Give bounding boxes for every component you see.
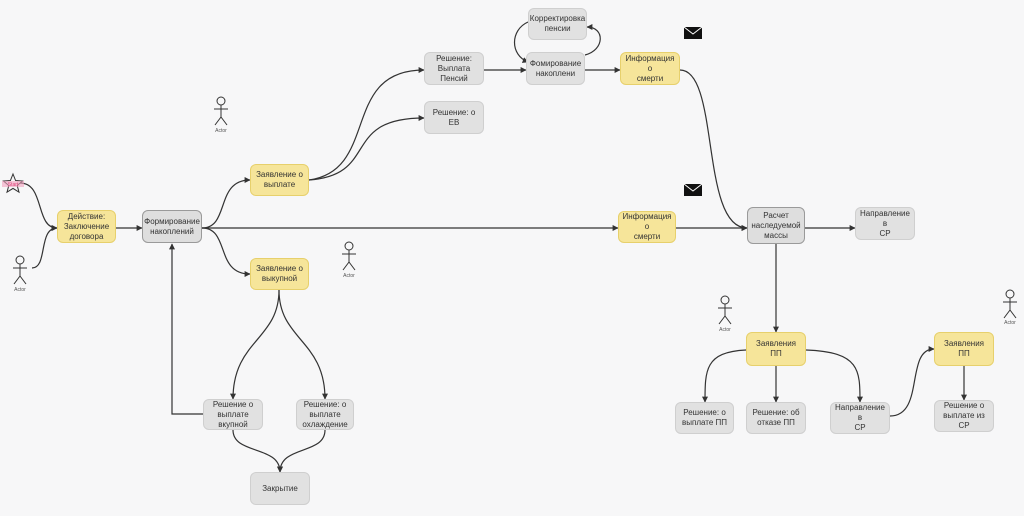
node-app-payment[interactable]: Заявление о выплате bbox=[250, 164, 309, 196]
node-decision-cooling[interactable]: Решение: о выплате охлаждение bbox=[296, 399, 354, 430]
node-closing[interactable]: Закрытие bbox=[250, 472, 310, 505]
node-decision-ev[interactable]: Решение: о ЕВ bbox=[424, 101, 484, 134]
edge-app-payment-to-decision-ev bbox=[308, 115, 425, 181]
edge-buyout-to-decision-buyout bbox=[230, 289, 280, 400]
node-inheritance-calc[interactable]: Расчет наследуемой массы bbox=[747, 207, 805, 244]
edge-formation-to-app-payment bbox=[201, 177, 251, 229]
node-app-buyout[interactable]: Заявление о выкупной bbox=[250, 258, 309, 290]
edge-app-payment-to-decision-pensions bbox=[308, 67, 425, 181]
edge-decision-buyout-to-closing bbox=[232, 429, 283, 473]
actor-label-left: Actor bbox=[14, 287, 26, 293]
node-decision-pay-pp[interactable]: Решение: о выплате ПП bbox=[675, 402, 734, 434]
actor-label-right: Actor bbox=[1004, 320, 1016, 326]
edge-decision-buyout-to-formation bbox=[169, 243, 203, 415]
node-decision-pay-pensions[interactable]: Решение: Выплата Пенсий bbox=[424, 52, 484, 85]
edge-accum-to-correction bbox=[584, 24, 601, 56]
node-decision-buyout[interactable]: Решение о выплате вкупной bbox=[203, 399, 263, 430]
node-death-info-mid[interactable]: Информация о смерти bbox=[618, 211, 676, 243]
actor-icon-top bbox=[214, 96, 228, 126]
start-icon[interactable]: Start bbox=[2, 172, 24, 194]
actor-icon-middle bbox=[342, 241, 356, 271]
actor-icon-left bbox=[13, 255, 27, 285]
node-formation-accum[interactable]: Фомирование накоплени bbox=[526, 52, 585, 85]
edge-pp-to-decision-pay bbox=[702, 349, 747, 403]
edge-formation-to-app-buyout bbox=[201, 227, 251, 277]
node-decision-pay-sr[interactable]: Решение о выплате из СР bbox=[934, 400, 994, 432]
envelope-icon-middle bbox=[683, 183, 703, 196]
edge-correction-to-accum bbox=[514, 21, 529, 63]
edge-start-to-action bbox=[19, 182, 58, 231]
edge-buyout-to-decision-cooling bbox=[278, 289, 328, 400]
edge-actor-to-action bbox=[31, 225, 58, 269]
actor-label-pp: Actor bbox=[719, 327, 731, 333]
edge-pp-to-direction-sr bbox=[805, 349, 863, 403]
node-action-contract[interactable]: Действие: Заключение договора bbox=[57, 210, 116, 243]
node-formation[interactable]: Формирование накоплений bbox=[142, 210, 202, 243]
actor-label-top: Actor bbox=[215, 128, 227, 134]
node-pension-correction[interactable]: Корректировка пенсии bbox=[528, 8, 587, 40]
envelope-icon-top bbox=[683, 26, 703, 39]
start-label: Start bbox=[8, 182, 19, 188]
actor-icon-right bbox=[1003, 289, 1017, 319]
node-direction-sr-bottom[interactable]: Направление в СР bbox=[830, 402, 890, 434]
actor-label-middle: Actor bbox=[343, 273, 355, 279]
node-decision-refuse-pp[interactable]: Решение: об отказе ПП bbox=[746, 402, 806, 434]
node-death-info-top[interactable]: Информация о смерти bbox=[620, 52, 680, 85]
edge-decision-cooling-to-closing bbox=[277, 429, 326, 473]
node-applications-pp[interactable]: Заявления ПП bbox=[746, 332, 806, 366]
node-applications-pp-right[interactable]: Заявления ПП bbox=[934, 332, 994, 366]
edge-death-info-top-to-calc bbox=[679, 69, 748, 231]
edge-direction-sr-to-pp-right bbox=[889, 346, 935, 417]
actor-icon-pp bbox=[718, 295, 732, 325]
node-direction-sr-top[interactable]: Направление в СР bbox=[855, 207, 915, 240]
